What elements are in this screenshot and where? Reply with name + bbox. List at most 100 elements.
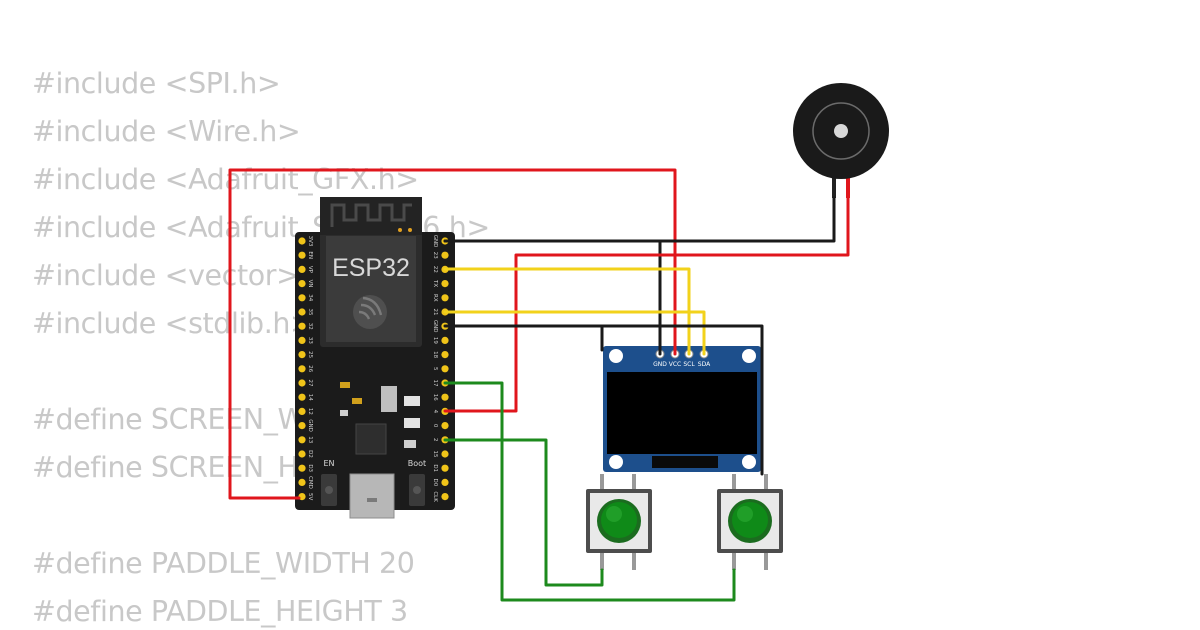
esp32-right-pin-label: RX — [432, 294, 438, 302]
boot-button-label: Boot — [408, 459, 426, 468]
esp32-left-pin[interactable] — [298, 422, 306, 430]
esp32-left-pin[interactable] — [298, 294, 306, 302]
esp32-left-pin[interactable] — [298, 407, 306, 415]
esp32-left-pin[interactable] — [298, 351, 306, 359]
esp32-left-pin[interactable] — [298, 450, 306, 458]
button-leg — [600, 474, 604, 492]
button-leg — [632, 474, 636, 492]
esp32-left-pin[interactable] — [298, 478, 306, 486]
espressif-logo-icon — [353, 295, 387, 329]
wire-gpio4-to-buzzer — [443, 196, 850, 413]
esp32-left-pin-label: D2 — [307, 450, 313, 458]
esp32-left-pin[interactable] — [298, 464, 306, 472]
boot-button-cap[interactable] — [413, 486, 421, 494]
esp32-right-pin[interactable] — [441, 365, 449, 373]
button-leg — [600, 548, 604, 570]
esp32-left-pin[interactable] — [298, 322, 306, 330]
esp32-left-pin[interactable] — [298, 251, 306, 259]
smd-component — [352, 398, 362, 404]
code-line: #include <Wire.h> — [32, 115, 301, 148]
esp32-right-pin-label: 4 — [432, 410, 438, 414]
smd-component — [404, 418, 420, 428]
esp32-left-pin[interactable] — [298, 365, 306, 373]
esp32-right-pin-label: 21 — [432, 309, 438, 316]
esp32-right-pin[interactable] — [441, 294, 449, 302]
wire-gpio17-to-button2 — [443, 381, 736, 602]
esp32-left-pin-label: 32 — [307, 323, 313, 330]
esp32-left-pin[interactable] — [298, 379, 306, 387]
module-led-icon — [408, 228, 412, 232]
wire-gpio2-to-button1 — [443, 438, 604, 587]
en-button-label: EN — [323, 459, 334, 468]
code-line: #define PADDLE_WIDTH 20 — [32, 547, 415, 580]
esp32-right-pin[interactable] — [441, 393, 449, 401]
esp32-left-pin-label: VN — [307, 280, 313, 288]
esp32-right-pin-label: 22 — [432, 266, 438, 273]
buzzer[interactable] — [793, 83, 889, 198]
esp32-label: ESP32 — [332, 254, 410, 282]
antenna-trace — [330, 203, 412, 227]
wire-gnd-to-buzzer — [443, 196, 836, 243]
code-line: #define PADDLE_HEIGHT 3 — [32, 595, 408, 628]
esp32-right-pin-label: 16 — [432, 394, 438, 401]
esp32-right-pin[interactable] — [441, 450, 449, 458]
smd-component — [340, 382, 350, 388]
oled-mount-hole — [609, 455, 623, 469]
esp32-left-pin[interactable] — [298, 393, 306, 401]
esp32-right-pin-label: GND — [432, 235, 438, 248]
esp32-left-pin-label: D3 — [307, 464, 313, 472]
esp32-board[interactable]: ESP32 EN Boot 3V3ENVPVN34353233252627141… — [295, 197, 455, 519]
esp32-left-pin-label: 34 — [307, 294, 313, 301]
usb-opening — [367, 498, 377, 502]
esp32-right-pin[interactable] — [441, 351, 449, 359]
esp32-right-pin[interactable] — [441, 280, 449, 288]
esp32-right-pin[interactable] — [441, 464, 449, 472]
wire-gnd-to-oled-gnd — [443, 239, 662, 356]
button-leg — [732, 474, 736, 492]
buzzer-lead-negative — [832, 176, 836, 198]
code-line: #include <stdlib.h> — [32, 307, 314, 340]
button-highlight — [606, 506, 622, 522]
esp32-left-pin-label: 5V — [307, 493, 313, 500]
pushbutton-2[interactable] — [717, 474, 783, 570]
wire-5v-to-oled-vcc — [228, 168, 677, 500]
code-line: #include <SPI.h> — [32, 67, 281, 100]
esp32-right-pin[interactable] — [441, 336, 449, 344]
esp32-left-pin[interactable] — [298, 436, 306, 444]
esp32-left-pin[interactable] — [298, 265, 306, 273]
esp32-left-pin[interactable] — [298, 237, 306, 245]
esp32-left-pin-label: 3V3 — [307, 236, 313, 247]
esp32-right-pin-label: D0 — [432, 479, 438, 487]
en-button-cap[interactable] — [325, 486, 333, 494]
buzzer-hole — [834, 124, 848, 138]
esp32-right-pin[interactable] — [441, 478, 449, 486]
wire-sda — [443, 310, 706, 356]
button-highlight — [737, 506, 753, 522]
wire-gnd-to-button2 — [600, 324, 764, 476]
esp32-left-pin-label: 25 — [307, 351, 313, 358]
esp32-left-pin-label: 26 — [307, 365, 313, 372]
oled-mount-hole — [609, 349, 623, 363]
esp32-left-pin[interactable] — [298, 280, 306, 288]
esp32-right-pin-label: 15 — [432, 451, 438, 458]
oled-pin-label: GND — [653, 361, 667, 368]
esp32-right-pin-label: D1 — [432, 464, 438, 472]
esp32-left-pin[interactable] — [298, 336, 306, 344]
oled-pin-label: SCL — [683, 361, 695, 368]
esp32-right-pin-label: CLK — [432, 491, 438, 502]
esp32-right-pin-label: 19 — [432, 337, 438, 344]
button-leg — [764, 548, 768, 570]
oled-pin-label: SDA — [698, 361, 711, 368]
buzzer-ring — [812, 102, 870, 160]
esp32-left-pin-label: 13 — [307, 436, 313, 443]
esp32-right-pin[interactable] — [441, 251, 449, 259]
pushbutton-1[interactable] — [586, 474, 652, 570]
button-leg — [732, 548, 736, 570]
esp32-right-pin[interactable] — [441, 493, 449, 501]
esp32-left-pin[interactable] — [298, 308, 306, 316]
esp32-right-pin[interactable] — [441, 422, 449, 430]
micro-usb-port — [349, 473, 395, 519]
